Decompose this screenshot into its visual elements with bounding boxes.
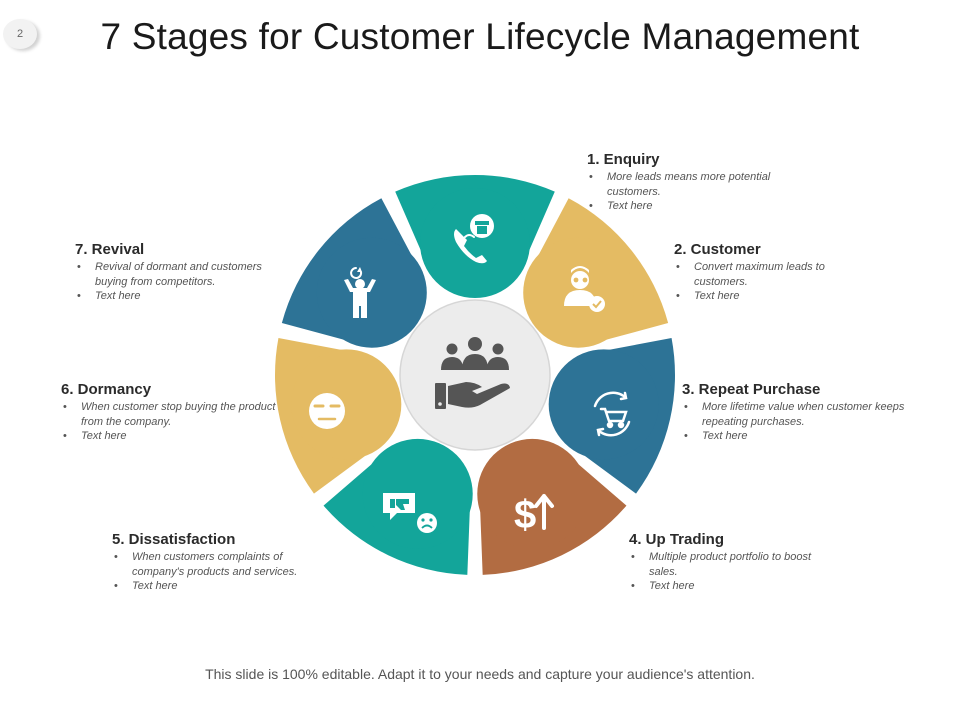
stage-7-revival: 7. Revival Revival of dormant and custom… [75, 241, 290, 304]
stage-heading: 2. Customer [674, 241, 761, 258]
stage-heading: 7. Revival [75, 241, 145, 258]
stage-bullet: Text here [587, 199, 777, 214]
stage-circle-1 [420, 188, 530, 298]
page-number-badge: 2 [3, 19, 37, 49]
person-refresh-icon [344, 267, 376, 318]
stage-circle-3 [548, 349, 659, 460]
thumbs-down-sad-icon [383, 493, 437, 533]
stage-bullet: When customer stop buying the product fr… [61, 400, 276, 429]
stage-circle-5 [362, 438, 473, 549]
footer-note: This slide is 100% editable. Adapt it to… [205, 666, 755, 682]
phone-store-icon [454, 214, 494, 264]
stage-bullet: Convert maximum leads to customers. [674, 260, 874, 289]
svg-text:$: $ [514, 493, 536, 537]
stage-heading: 3. Repeat Purchase [682, 381, 821, 398]
stage-6-dormancy: 6. Dormancy When customer stop buying th… [61, 381, 276, 444]
stage-2-customer: 2. Customer Convert maximum leads to cus… [674, 241, 874, 304]
stage-bullet: Text here [629, 579, 819, 594]
stage-5-dissatisfaction: 5. Dissatisfaction When customers compla… [112, 531, 337, 594]
stage-heading: 4. Up Trading [629, 531, 725, 548]
bored-face-icon [309, 393, 345, 429]
stage-bullet: More lifetime value when customer keeps … [682, 400, 912, 429]
stage-bullet: Text here [682, 429, 912, 444]
stage-bullet: Revival of dormant and customers buying … [75, 260, 290, 289]
stage-heading: 1. Enquiry [587, 151, 660, 168]
stage-bullet: Text here [674, 289, 874, 304]
dollar-up-icon: $ [514, 493, 554, 537]
stage-4-up-trading: 4. Up Trading Multiple product portfolio… [629, 531, 819, 594]
stage-1-enquiry: 1. Enquiry More leads means more potenti… [587, 151, 777, 214]
cart-cycle-icon [593, 391, 631, 437]
center-circle [399, 299, 551, 451]
stage-heading: 6. Dormancy [61, 381, 152, 398]
stage-circle-6 [291, 349, 402, 460]
customer-badge-icon [564, 266, 605, 312]
stage-heading: 5. Dissatisfaction [112, 531, 236, 548]
stage-circle-7 [316, 237, 427, 348]
stage-3-repeat-purchase: 3. Repeat Purchase More lifetime value w… [682, 381, 912, 444]
page-title: 7 Stages for Customer Lifecycle Manageme… [100, 16, 860, 57]
group-hand-icon [435, 337, 510, 409]
stage-bullet: When customers complaints of company's p… [112, 550, 337, 579]
lifecycle-ring [274, 174, 675, 575]
stage-bullet: Text here [61, 429, 276, 444]
stage-bullet: Text here [112, 579, 337, 594]
stage-bullet: Multiple product portfolio to boost sale… [629, 550, 819, 579]
stage-bullet: More leads means more potential customer… [587, 170, 777, 199]
stage-circle-4 [477, 438, 588, 549]
stage-bullet: Text here [75, 289, 290, 304]
